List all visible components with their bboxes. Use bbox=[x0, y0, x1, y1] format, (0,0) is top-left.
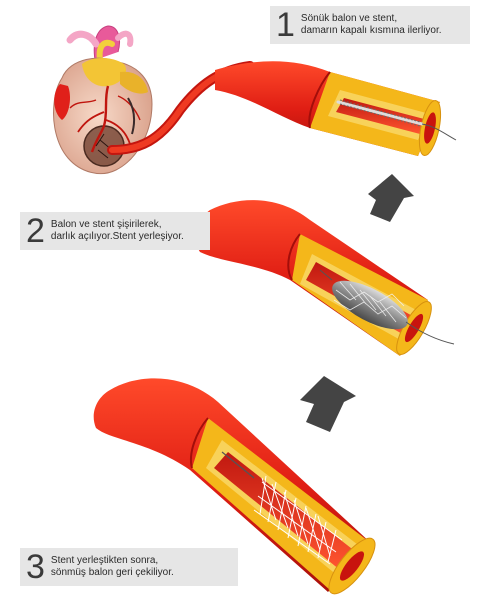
step-2-number: 2 bbox=[26, 214, 45, 248]
step-3-line-2: sönmüş balon geri çekiliyor. bbox=[51, 567, 174, 579]
vessel-step-2 bbox=[196, 200, 454, 359]
step-1-number: 1 bbox=[276, 8, 295, 42]
step-2-line-1: Balon ve stent şişirilerek, bbox=[51, 219, 184, 231]
step-2-text: Balon ve stent şişirilerek, darlık açılı… bbox=[51, 219, 184, 243]
step-1-line-2: damarın kapalı kısmına ilerliyor. bbox=[301, 25, 442, 37]
vessel-step-1 bbox=[112, 61, 456, 157]
arrow-down-1 bbox=[368, 174, 414, 222]
step-3-number: 3 bbox=[26, 550, 45, 584]
step-3-text: Stent yerleştikten sonra, sönmüş balon g… bbox=[51, 555, 174, 579]
step-1-card: 1 Sönük balon ve stent, damarın kapalı k… bbox=[270, 6, 470, 44]
step-1-text: Sönük balon ve stent, damarın kapalı kıs… bbox=[301, 13, 442, 37]
step-2-line-2: darlık açılıyor.Stent yerleşiyor. bbox=[51, 231, 184, 243]
step-3-line-1: Stent yerleştikten sonra, bbox=[51, 555, 174, 567]
step-2-card: 2 Balon ve stent şişirilerek, darlık açı… bbox=[20, 212, 210, 250]
step-1-line-1: Sönük balon ve stent, bbox=[301, 13, 442, 25]
step-3-card: 3 Stent yerleştikten sonra, sönmüş balon… bbox=[20, 548, 238, 586]
arrow-down-2 bbox=[300, 376, 356, 432]
